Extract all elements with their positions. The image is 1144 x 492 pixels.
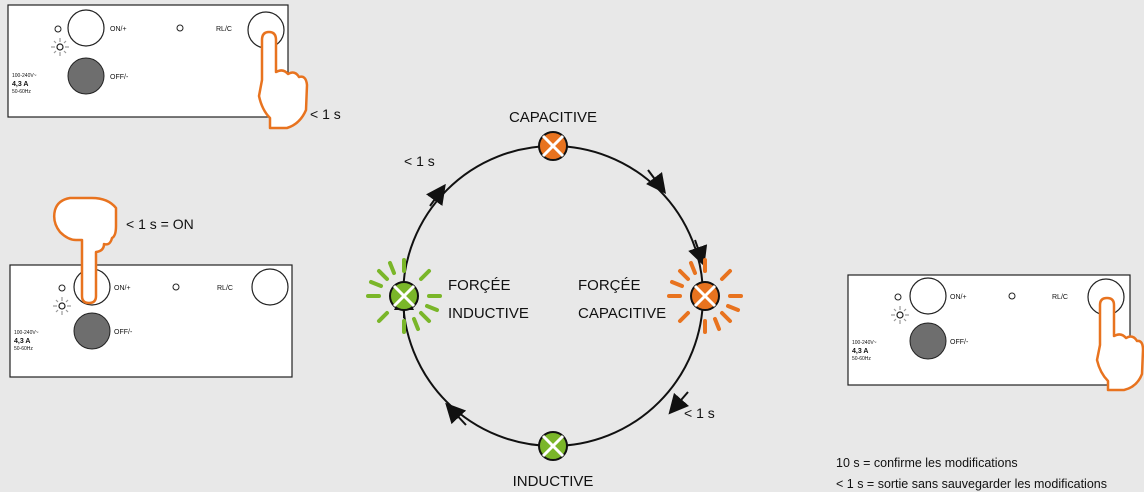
blinking-led-icon <box>891 306 909 324</box>
current-label: 4,3 A <box>852 348 868 355</box>
current-label: 4,3 A <box>14 338 30 345</box>
rlc-button[interactable] <box>251 268 289 306</box>
pressing-finger-icon <box>1095 296 1144 392</box>
off-minus-button[interactable] <box>73 312 111 350</box>
frequency-label: 50-60Hz <box>852 356 871 362</box>
inductive-label: INDUCTIVE <box>513 473 594 490</box>
control-panel-left: ON/+ RL/C OFF/- 100-240V~ 4,3 A 50-60Hz <box>9 264 293 378</box>
rlc-label: RL/C <box>217 285 233 292</box>
on-plus-label: ON/+ <box>110 26 127 33</box>
capacitive-lamp-icon <box>538 131 568 161</box>
on-plus-label: ON/+ <box>950 294 967 301</box>
status-led-ring <box>894 293 902 301</box>
pressing-finger-icon <box>257 30 309 130</box>
on-plus-button[interactable] <box>909 277 947 315</box>
note-exit: < 1 s = sortie sans sauvegarder les modi… <box>836 477 1107 491</box>
press-duration-top: < 1 s <box>310 106 341 122</box>
cycle-arrow <box>668 391 690 415</box>
current-label: 4,3 A <box>12 81 28 88</box>
frequency-label: 50-60Hz <box>12 89 31 95</box>
off-minus-button[interactable] <box>67 57 105 95</box>
mode-cycle-ring <box>402 145 704 447</box>
indicator-led <box>176 24 184 32</box>
note-confirm: 10 s = confirme les modifications <box>836 456 1018 470</box>
cycle-arrow <box>426 183 446 207</box>
off-minus-label: OFF/- <box>110 74 129 81</box>
rlc-label: RL/C <box>216 26 232 33</box>
forced-inductive-blinking-lamp-icon <box>366 258 442 334</box>
off-minus-label: OFF/- <box>114 329 133 336</box>
frequency-label: 50-60Hz <box>14 346 33 352</box>
cycle-arrow <box>646 169 666 194</box>
control-panel-top: ON/+ RL/C OFF/- 100-240V~ 4,3 A 50-60Hz <box>7 4 289 118</box>
status-led-ring <box>58 284 66 292</box>
forced-capacitive-label-line1: FORÇÉE <box>578 277 641 294</box>
indicator-led <box>1008 292 1016 300</box>
blinking-led-icon <box>51 38 69 56</box>
cycle-arrow <box>688 239 708 267</box>
voltage-label: 100-240V~ <box>852 340 877 346</box>
cycle-duration-upper-left: < 1 s <box>404 153 435 169</box>
off-minus-label: OFF/- <box>950 339 969 346</box>
pressing-finger-icon <box>52 196 118 305</box>
cycle-arrow <box>445 402 467 426</box>
forced-capacitive-blinking-lamp-icon <box>667 258 743 334</box>
blinking-led-icon <box>53 297 71 315</box>
press-duration-on: < 1 s = ON <box>126 216 194 232</box>
on-plus-button[interactable] <box>67 9 105 47</box>
cycle-duration-lower-right: < 1 s <box>684 405 715 421</box>
rlc-label: RL/C <box>1052 294 1068 301</box>
voltage-label: 100-240V~ <box>12 73 37 79</box>
forced-inductive-label-line2: INDUCTIVE <box>448 305 529 322</box>
capacitive-label: CAPACITIVE <box>509 109 597 126</box>
forced-inductive-label-line1: FORÇÉE <box>448 277 511 294</box>
off-minus-button[interactable] <box>909 322 947 360</box>
voltage-label: 100-240V~ <box>14 330 39 336</box>
indicator-led <box>172 283 180 291</box>
forced-capacitive-label-line2: CAPACITIVE <box>578 305 666 322</box>
control-panel-right: ON/+ RL/C OFF/- 100-240V~ 4,3 A 50-60Hz <box>847 274 1131 386</box>
status-led-ring <box>54 25 62 33</box>
on-plus-label: ON/+ <box>114 285 131 292</box>
inductive-lamp-icon <box>538 431 568 461</box>
